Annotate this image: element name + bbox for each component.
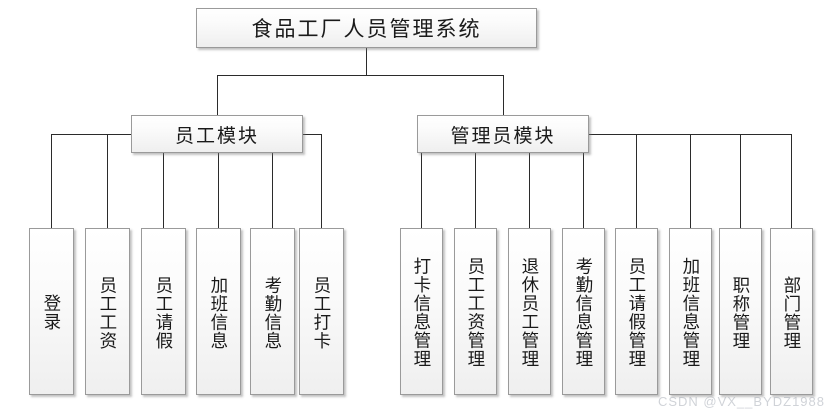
leaf-node[interactable]: 职称管理 bbox=[719, 228, 762, 395]
root-stem-line bbox=[366, 48, 367, 75]
leaf-node-label: 员工请假 bbox=[153, 275, 174, 350]
leaf-node-label: 员工请假管理 bbox=[626, 257, 647, 368]
leaf-node-label: 考勤信息管理 bbox=[573, 257, 594, 368]
leaf-drop-line-admin-6 bbox=[740, 134, 741, 228]
leaf-node[interactable]: 员工工资 bbox=[85, 228, 130, 395]
leaf-drop-line-admin-3 bbox=[583, 134, 584, 228]
leaf-node[interactable]: 员工打卡 bbox=[299, 228, 344, 395]
leaf-drop-line-admin-7 bbox=[791, 134, 792, 228]
leaf-node-label: 员工打卡 bbox=[311, 275, 332, 350]
csdn-watermark: CSDN @VX__BYDZ1988 bbox=[657, 394, 825, 409]
leaf-node[interactable]: 加班信息 bbox=[196, 228, 241, 395]
leaf-node-label: 登录 bbox=[41, 294, 62, 331]
leaf-drop-line-employee-2 bbox=[163, 134, 164, 228]
leaf-drop-line-employee-1 bbox=[107, 134, 108, 228]
root-node-system-title[interactable]: 食品工厂人员管理系统 bbox=[196, 8, 537, 48]
leaf-node-label: 打卡信息管理 bbox=[411, 257, 432, 368]
leaf-drop-line-employee-5 bbox=[321, 134, 322, 228]
leaf-node[interactable]: 加班信息管理 bbox=[669, 228, 712, 395]
leaf-drop-line-admin-5 bbox=[690, 134, 691, 228]
leaf-node-label: 职称管理 bbox=[730, 275, 751, 350]
leaf-drop-line-employee-4 bbox=[272, 134, 273, 228]
module-node-label: 管理员模块 bbox=[450, 125, 556, 147]
module-bar-admin bbox=[421, 134, 791, 135]
leaf-node-label: 加班信息管理 bbox=[680, 257, 701, 368]
module-node-label: 员工模块 bbox=[174, 125, 259, 147]
leaf-node-label: 考勤信息 bbox=[262, 275, 283, 350]
leaf-node-label: 员工工资 bbox=[97, 275, 118, 350]
root-horizontal-bar bbox=[217, 75, 503, 76]
leaf-node-label: 退休员工管理 bbox=[519, 257, 540, 368]
leaf-node[interactable]: 员工请假 bbox=[141, 228, 186, 395]
leaf-node[interactable]: 考勤信息管理 bbox=[562, 228, 605, 395]
leaf-drop-line-admin-0 bbox=[421, 134, 422, 228]
leaf-drop-line-employee-0 bbox=[51, 134, 52, 228]
root-node-label: 食品工厂人员管理系统 bbox=[251, 17, 482, 41]
leaf-drop-line-admin-4 bbox=[636, 134, 637, 228]
leaf-node-label: 加班信息 bbox=[208, 275, 229, 350]
leaf-node[interactable]: 登录 bbox=[29, 228, 74, 395]
leaf-node[interactable]: 打卡信息管理 bbox=[400, 228, 443, 395]
leaf-node[interactable]: 退休员工管理 bbox=[508, 228, 551, 395]
module-node-employee[interactable]: 员工模块 bbox=[131, 115, 303, 153]
leaf-node-label: 员工工资管理 bbox=[465, 257, 486, 368]
leaf-node[interactable]: 员工请假管理 bbox=[615, 228, 658, 395]
leaf-node[interactable]: 考勤信息 bbox=[250, 228, 295, 395]
leaf-drop-line-admin-1 bbox=[475, 134, 476, 228]
module-node-admin[interactable]: 管理员模块 bbox=[417, 115, 589, 153]
leaf-node[interactable]: 部门管理 bbox=[770, 228, 813, 395]
leaf-node[interactable]: 员工工资管理 bbox=[454, 228, 497, 395]
leaf-drop-line-admin-2 bbox=[529, 134, 530, 228]
leaf-node-label: 部门管理 bbox=[781, 275, 802, 350]
root-drop-line-right bbox=[503, 75, 504, 115]
leaf-drop-line-employee-3 bbox=[218, 134, 219, 228]
root-drop-line-left bbox=[217, 75, 218, 115]
